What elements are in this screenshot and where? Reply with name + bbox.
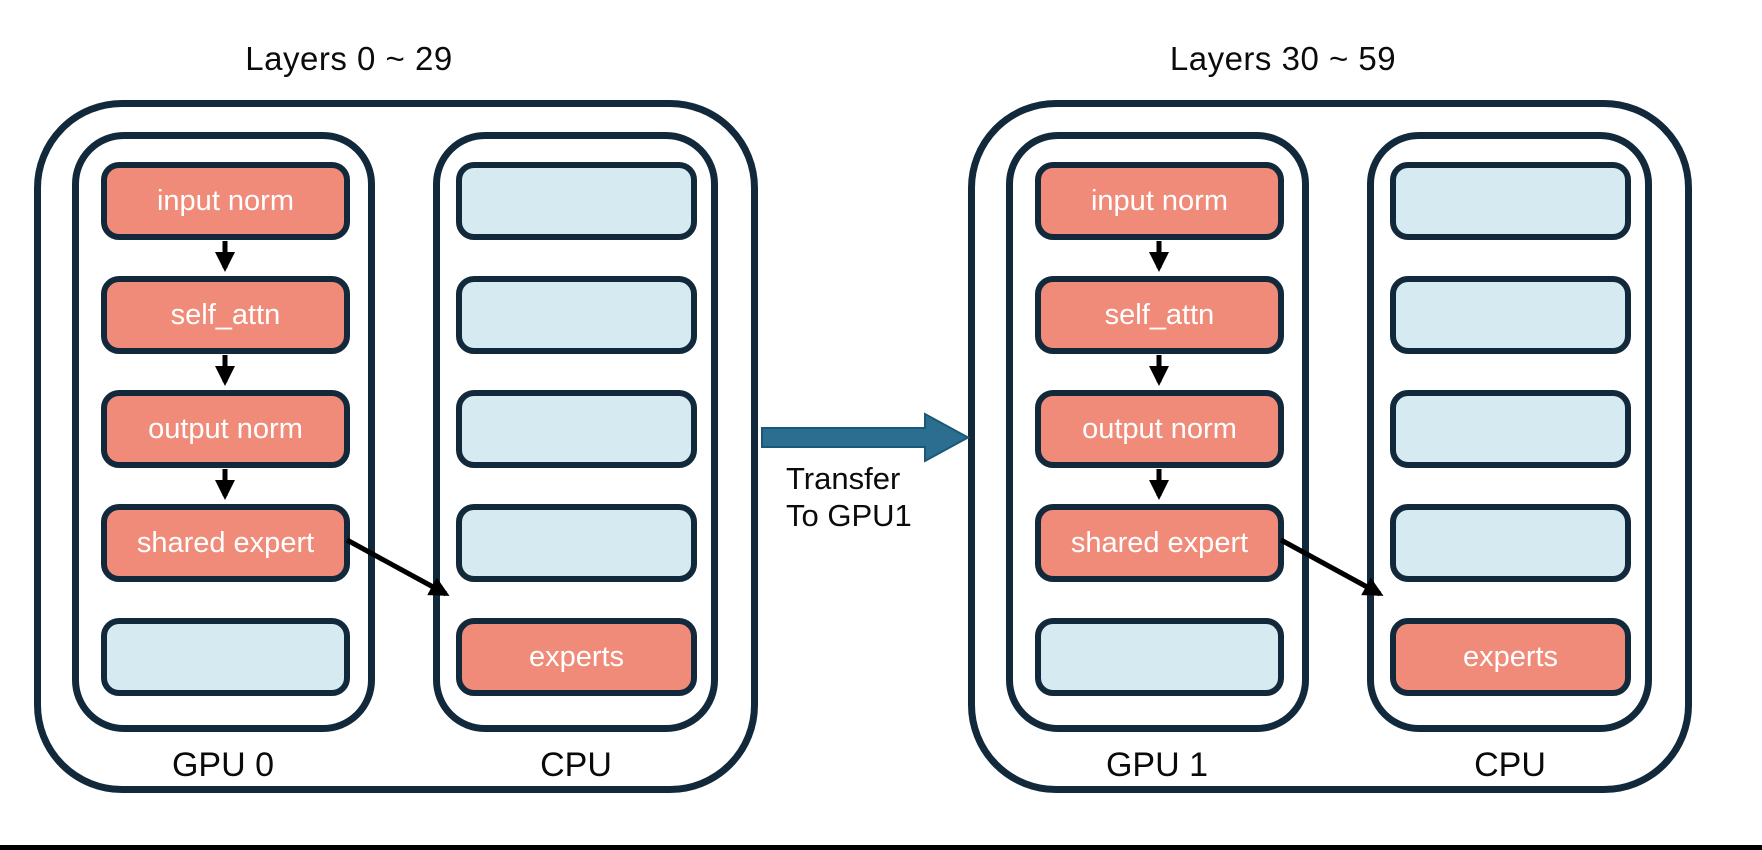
gpu-box-input-norm: input norm bbox=[101, 162, 350, 240]
cpu-box-empty-slot bbox=[1390, 390, 1631, 468]
gpu-box-shared-expert: shared expert bbox=[101, 504, 350, 582]
cpu-label: CPU bbox=[1474, 746, 1546, 784]
gpu1-label: GPU 1 bbox=[1105, 746, 1209, 784]
group-title: Layers 30 ~ 59 bbox=[1169, 40, 1397, 77]
cpu-box-empty-slot bbox=[1390, 504, 1631, 582]
cpu-box-experts: experts bbox=[456, 618, 697, 696]
gpu-box-input-norm: input norm bbox=[1035, 162, 1284, 240]
layer-group-0-29: Layers 0 ~ 29 input norm self_attn outpu… bbox=[34, 0, 794, 850]
cpu-box-empty-slot bbox=[456, 390, 697, 468]
transfer-label-line2: To GPU1 bbox=[786, 498, 912, 533]
gpu-box-empty-slot bbox=[101, 618, 350, 696]
gpu-box-output-norm: output norm bbox=[101, 390, 350, 468]
gpu-box-empty-slot bbox=[1035, 618, 1284, 696]
transfer-label-line1: Transfer bbox=[786, 461, 901, 496]
gpu-box-shared-expert: shared expert bbox=[1035, 504, 1284, 582]
cpu-box-empty-slot bbox=[456, 276, 697, 354]
bottom-border-line bbox=[0, 845, 1762, 850]
transfer-label: Transfer To GPU1 bbox=[786, 460, 912, 534]
cpu-box-empty-slot bbox=[456, 504, 697, 582]
gpu0-label: GPU 0 bbox=[171, 746, 275, 784]
cpu-box-empty-slot bbox=[1390, 276, 1631, 354]
gpu-box-self-attn: self_attn bbox=[1035, 276, 1284, 354]
gpu-box-output-norm: output norm bbox=[1035, 390, 1284, 468]
group-title: Layers 0 ~ 29 bbox=[245, 40, 453, 77]
cpu-box-empty-slot bbox=[1390, 162, 1631, 240]
layer-group-30-59: Layers 30 ~ 59 input norm self_attn outp… bbox=[968, 0, 1728, 850]
gpu-box-self-attn: self_attn bbox=[101, 276, 350, 354]
cpu-label: CPU bbox=[540, 746, 612, 784]
cpu-box-empty-slot bbox=[456, 162, 697, 240]
cpu-box-experts: experts bbox=[1390, 618, 1631, 696]
